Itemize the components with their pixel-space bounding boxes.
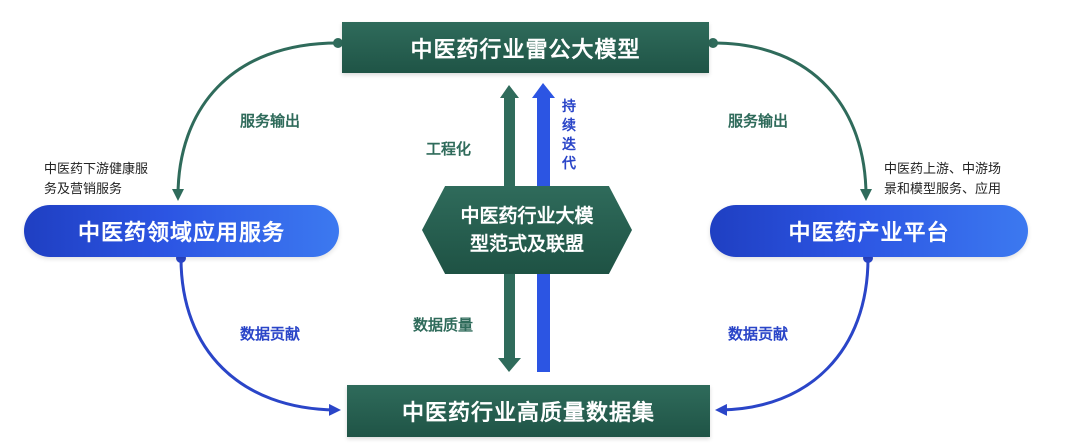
connector-dot <box>708 38 718 48</box>
continuous-iteration-shaft <box>537 274 550 372</box>
hexagon-line-1: 中医药行业大模 <box>460 205 594 227</box>
data-quality-shaft <box>504 274 515 360</box>
continuous-iteration-label: 持续迭代 <box>562 99 576 172</box>
application-services-node: 中医药领域应用服务 <box>24 205 339 257</box>
data-contribution-right-arrow <box>715 257 870 416</box>
service-output-right-arrow <box>712 41 872 201</box>
right-note-line-2: 景和模型服务、应用 <box>884 182 1002 197</box>
large-model-title: 中医药行业雷公大模型 <box>410 37 641 63</box>
data-quality-label: 数据质量 <box>413 316 474 334</box>
data-contribution-right-label: 数据贡献 <box>728 325 789 343</box>
service-output-right-label: 服务输出 <box>728 112 789 130</box>
service-output-left-label: 服务输出 <box>240 112 301 130</box>
dataset-title: 中医药行业高质量数据集 <box>401 401 655 426</box>
large-model-box: 中医药行业雷公大模型 <box>342 22 709 73</box>
hexagon-line-2: 型范式及联盟 <box>469 233 584 255</box>
engineering-label: 工程化 <box>426 140 472 158</box>
data-quality-arrowhead <box>498 358 521 372</box>
left-note-line-2: 务及营销服务 <box>44 182 123 197</box>
paradigm-alliance-hexagon: 中医药行业大模 型范式及联盟 <box>422 186 632 274</box>
left-note: 中医药下游健康服 务及营销服务 <box>44 160 148 200</box>
right-note: 中医药上游、中游场 景和模型服务、应用 <box>884 160 1001 200</box>
data-contribution-left-arrow <box>179 257 341 416</box>
industry-platform-title: 中医药产业平台 <box>788 221 950 246</box>
industry-platform-node: 中医药产业平台 <box>710 205 1028 257</box>
connector-dot <box>333 38 343 48</box>
continuous-iteration-arrow <box>532 83 555 186</box>
engineering-arrow <box>500 85 519 186</box>
right-note-line-1: 中医药上游、中游场 <box>884 162 1002 177</box>
application-services-title: 中医药领域应用服务 <box>77 221 285 246</box>
service-output-left-arrow <box>172 41 339 201</box>
dataset-box: 中医药行业高质量数据集 <box>347 385 710 437</box>
left-note-line-1: 中医药下游健康服 <box>44 162 149 177</box>
data-contribution-left-label: 数据贡献 <box>240 325 301 343</box>
